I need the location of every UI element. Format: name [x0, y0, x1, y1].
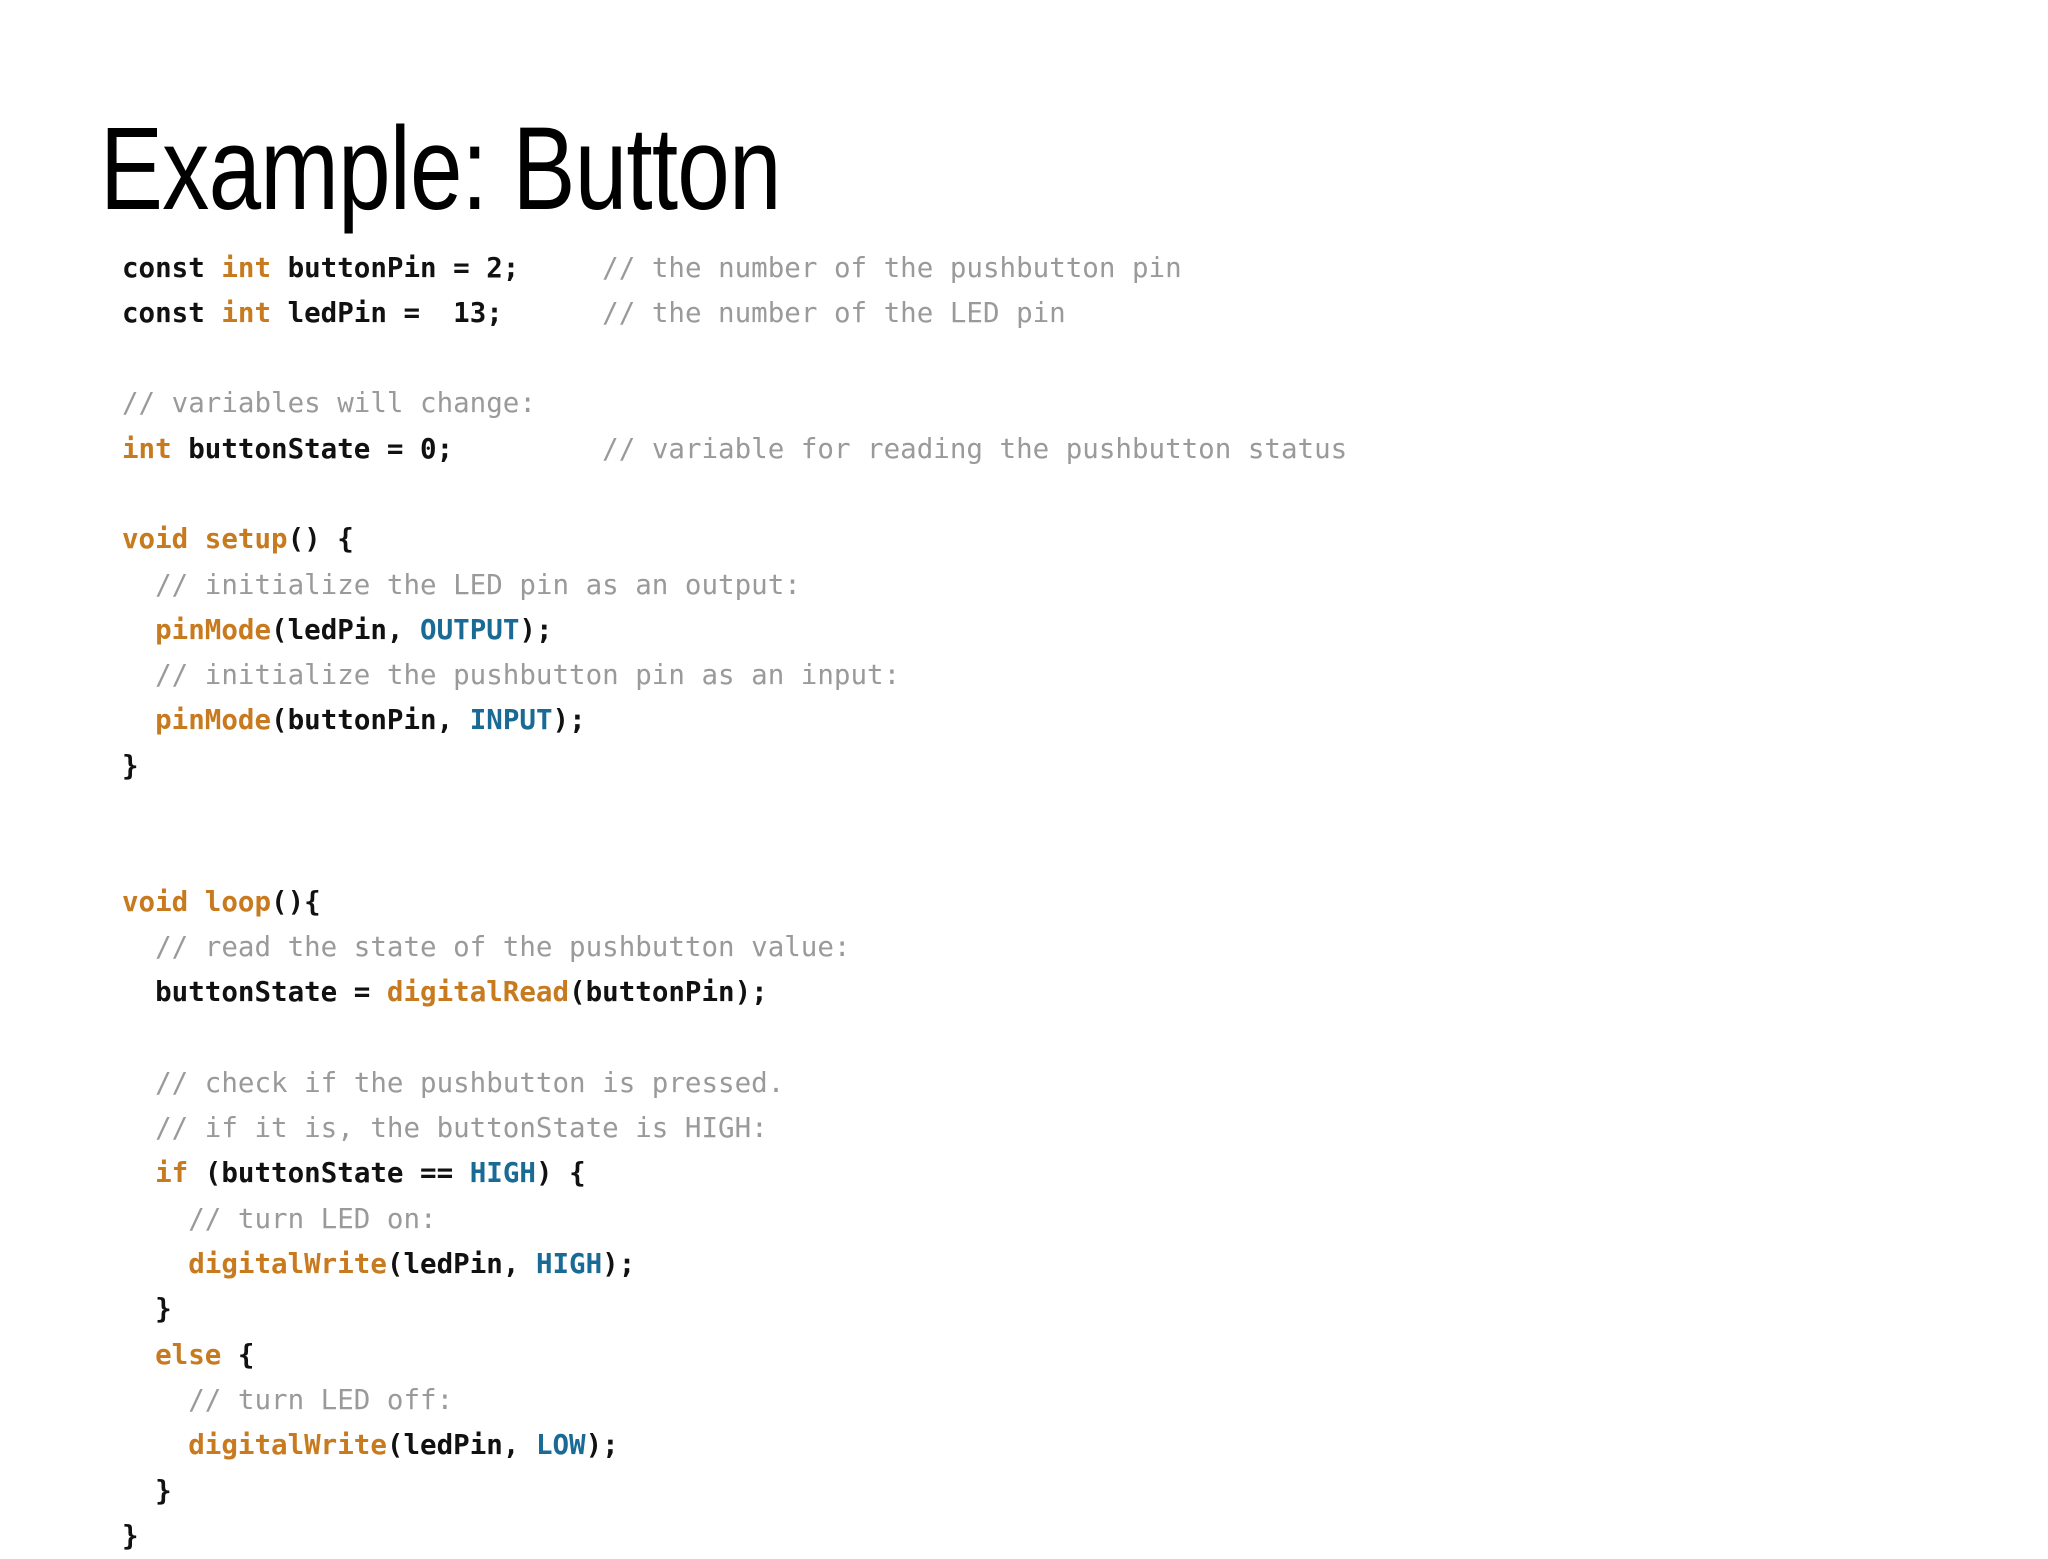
- code-line: pinMode(buttonPin, INPUT);: [122, 698, 1347, 743]
- code-token-fnname: loop: [205, 886, 271, 918]
- code-token-plain: const: [122, 252, 221, 284]
- code-token-plain: [122, 614, 155, 646]
- code-token-comment: // initialize the pushbutton pin as an i…: [122, 659, 900, 691]
- code-token-const: INPUT: [470, 704, 553, 736]
- code-line: else {: [122, 1333, 1347, 1378]
- code-token-kw: void: [122, 523, 205, 555]
- code-line: buttonState = digitalRead(buttonPin);: [122, 970, 1347, 1015]
- code-token-plain: (ledPin,: [271, 614, 420, 646]
- code-token-fn: pinMode: [155, 614, 271, 646]
- code-token-plain: () {: [288, 523, 354, 555]
- code-token-plain: (ledPin,: [387, 1429, 536, 1461]
- code-token-comment: // turn LED on:: [122, 1203, 437, 1235]
- code-line: digitalWrite(ledPin, LOW);: [122, 1423, 1347, 1468]
- code-token-plain: [122, 1157, 155, 1189]
- code-token-plain: }: [122, 750, 139, 782]
- code-token-kw: int: [221, 297, 271, 329]
- code-token-kw: int: [221, 252, 271, 284]
- code-line: // read the state of the pushbutton valu…: [122, 925, 1347, 970]
- code-token-plain: [453, 433, 602, 465]
- code-token-const: HIGH: [536, 1248, 602, 1280]
- code-token-fn: digitalWrite: [188, 1248, 387, 1280]
- code-line: }: [122, 1514, 1347, 1559]
- code-line: // initialize the pushbutton pin as an i…: [122, 653, 1347, 698]
- code-token-plain: );: [519, 614, 552, 646]
- code-line: void loop(){: [122, 880, 1347, 925]
- code-token-plain: [503, 297, 602, 329]
- code-token-plain: [122, 704, 155, 736]
- code-token-fn: pinMode: [155, 704, 271, 736]
- code-line: const int ledPin = 13; // the number of …: [122, 291, 1347, 336]
- code-token-comment: // initialize the LED pin as an output:: [122, 569, 801, 601]
- code-line: [122, 789, 1347, 834]
- code-token-plain: (buttonState ==: [188, 1157, 469, 1189]
- code-token-kw: void: [122, 886, 205, 918]
- code-token-comment: // read the state of the pushbutton valu…: [122, 931, 850, 963]
- code-token-plain: [519, 252, 602, 284]
- code-token-comment: // check if the pushbutton is pressed.: [122, 1067, 784, 1099]
- code-line: pinMode(ledPin, OUTPUT);: [122, 608, 1347, 653]
- code-line: // turn LED off:: [122, 1378, 1347, 1423]
- code-line: // check if the pushbutton is pressed.: [122, 1061, 1347, 1106]
- code-token-kw: if: [155, 1157, 188, 1189]
- code-token-plain: {: [221, 1339, 254, 1371]
- code-token-const: OUTPUT: [420, 614, 519, 646]
- code-line: // if it is, the buttonState is HIGH:: [122, 1106, 1347, 1151]
- code-line: digitalWrite(ledPin, HIGH);: [122, 1242, 1347, 1287]
- code-line: // variables will change:: [122, 381, 1347, 426]
- code-line: [122, 1016, 1347, 1061]
- code-token-plain: );: [602, 1248, 635, 1280]
- code-line: if (buttonState == HIGH) {: [122, 1151, 1347, 1196]
- code-token-plain: (ledPin,: [387, 1248, 536, 1280]
- page-title: Example: Button: [100, 103, 781, 235]
- code-line: [122, 834, 1347, 879]
- code-token-plain: const: [122, 297, 221, 329]
- code-token-comment: // turn LED off:: [122, 1384, 453, 1416]
- code-token-plain: buttonState = 0;: [172, 433, 453, 465]
- code-token-plain: [122, 1429, 188, 1461]
- code-token-plain: (buttonPin);: [569, 976, 768, 1008]
- code-line: const int buttonPin = 2; // the number o…: [122, 246, 1347, 291]
- code-line: [122, 336, 1347, 381]
- code-token-plain: (buttonPin,: [271, 704, 470, 736]
- code-token-fnname: setup: [205, 523, 288, 555]
- code-token-plain: ledPin = 13;: [271, 297, 503, 329]
- code-token-plain: );: [553, 704, 586, 736]
- code-token-plain: ) {: [536, 1157, 586, 1189]
- code-token-plain: [122, 1339, 155, 1371]
- code-token-plain: buttonState =: [122, 976, 387, 1008]
- code-token-comment: // the number of the LED pin: [602, 297, 1066, 329]
- code-listing: const int buttonPin = 2; // the number o…: [122, 246, 1347, 1559]
- code-token-const: LOW: [536, 1429, 586, 1461]
- code-line: void setup() {: [122, 517, 1347, 562]
- code-token-comment: // the number of the pushbutton pin: [602, 252, 1181, 284]
- code-token-kw: int: [122, 433, 172, 465]
- code-token-plain: );: [586, 1429, 619, 1461]
- code-token-plain: [122, 1248, 188, 1280]
- code-token-comment: // if it is, the buttonState is HIGH:: [122, 1112, 768, 1144]
- code-token-fn: digitalRead: [387, 976, 569, 1008]
- code-line: // turn LED on:: [122, 1197, 1347, 1242]
- code-token-plain: }: [122, 1475, 172, 1507]
- code-token-const: HIGH: [470, 1157, 536, 1189]
- code-token-plain: (){: [271, 886, 321, 918]
- code-line: [122, 472, 1347, 517]
- code-token-plain: buttonPin = 2;: [271, 252, 519, 284]
- code-token-plain: }: [122, 1293, 172, 1325]
- code-line: }: [122, 1287, 1347, 1332]
- code-token-comment: // variables will change:: [122, 387, 536, 419]
- code-token-comment: // variable for reading the pushbutton s…: [602, 433, 1347, 465]
- code-token-kw: else: [155, 1339, 221, 1371]
- code-line: int buttonState = 0; // variable for rea…: [122, 427, 1347, 472]
- code-token-fn: digitalWrite: [188, 1429, 387, 1461]
- code-line: }: [122, 1469, 1347, 1514]
- code-line: // initialize the LED pin as an output:: [122, 563, 1347, 608]
- code-line: }: [122, 744, 1347, 789]
